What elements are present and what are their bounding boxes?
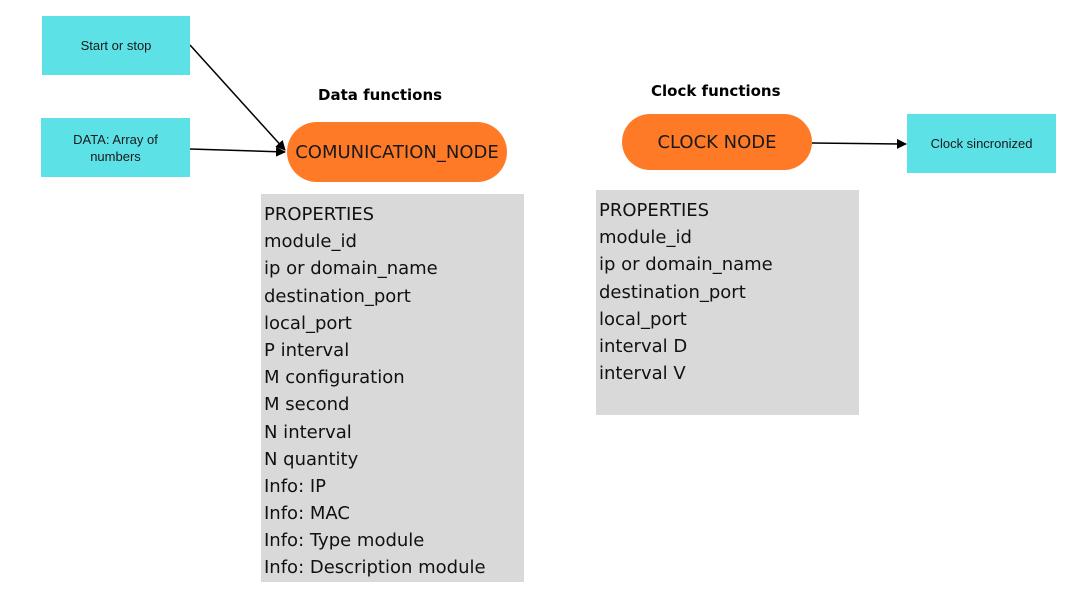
property-line: Info: Description module — [264, 557, 486, 579]
property-line: M second — [264, 394, 350, 416]
communication-properties-panel: PROPERTIES module_id ip or domain_name d… — [261, 194, 524, 582]
property-line: N quantity — [264, 448, 359, 470]
clock-node: CLOCK NODE — [622, 114, 812, 170]
data-functions-heading: Data functions — [318, 86, 443, 104]
property-line: ip or domain_name — [264, 258, 438, 280]
arrow-start-to-communication-node — [189, 44, 286, 151]
property-line: destination_port — [599, 281, 746, 303]
property-line: PROPERTIES — [599, 200, 710, 221]
communication-node-label: COMUNICATION_NODE — [295, 141, 499, 163]
arrow-clock-node-to-output — [811, 138, 907, 149]
data-array-box: DATA: Array of numbers — [41, 118, 190, 177]
communication-node: COMUNICATION_NODE — [287, 122, 507, 182]
property-line: Info: Type module — [264, 530, 425, 552]
property-line: M configuration — [264, 367, 405, 389]
clock-functions-heading: Clock functions — [651, 82, 781, 100]
clock-synchronized-label: Clock sincronized — [930, 136, 1033, 151]
property-line: N interval — [264, 421, 352, 443]
property-line: module_id — [599, 227, 692, 249]
property-line: local_port — [599, 308, 687, 330]
clock-synchronized-box: Clock sincronized — [907, 114, 1056, 173]
property-line: PROPERTIES — [264, 204, 375, 225]
property-line: ip or domain_name — [599, 254, 773, 276]
property-line: Info: IP — [264, 475, 327, 497]
property-line: Info: MAC — [264, 503, 350, 525]
start-stop-label: Start or stop — [80, 38, 152, 53]
property-line: destination_port — [264, 285, 411, 307]
property-line: interval V — [599, 363, 686, 385]
property-line: local_port — [264, 312, 352, 334]
clock-node-label: CLOCK NODE — [657, 131, 777, 153]
property-line: module_id — [264, 231, 357, 253]
start-stop-box: Start or stop — [42, 16, 190, 75]
data-array-label: DATA: Array of numbers — [73, 131, 158, 164]
property-line: interval D — [599, 335, 688, 357]
clock-properties-panel: PROPERTIES module_id ip or domain_name d… — [596, 190, 859, 415]
arrow-data-to-communication-node — [189, 146, 286, 157]
property-line: P interval — [264, 339, 350, 361]
